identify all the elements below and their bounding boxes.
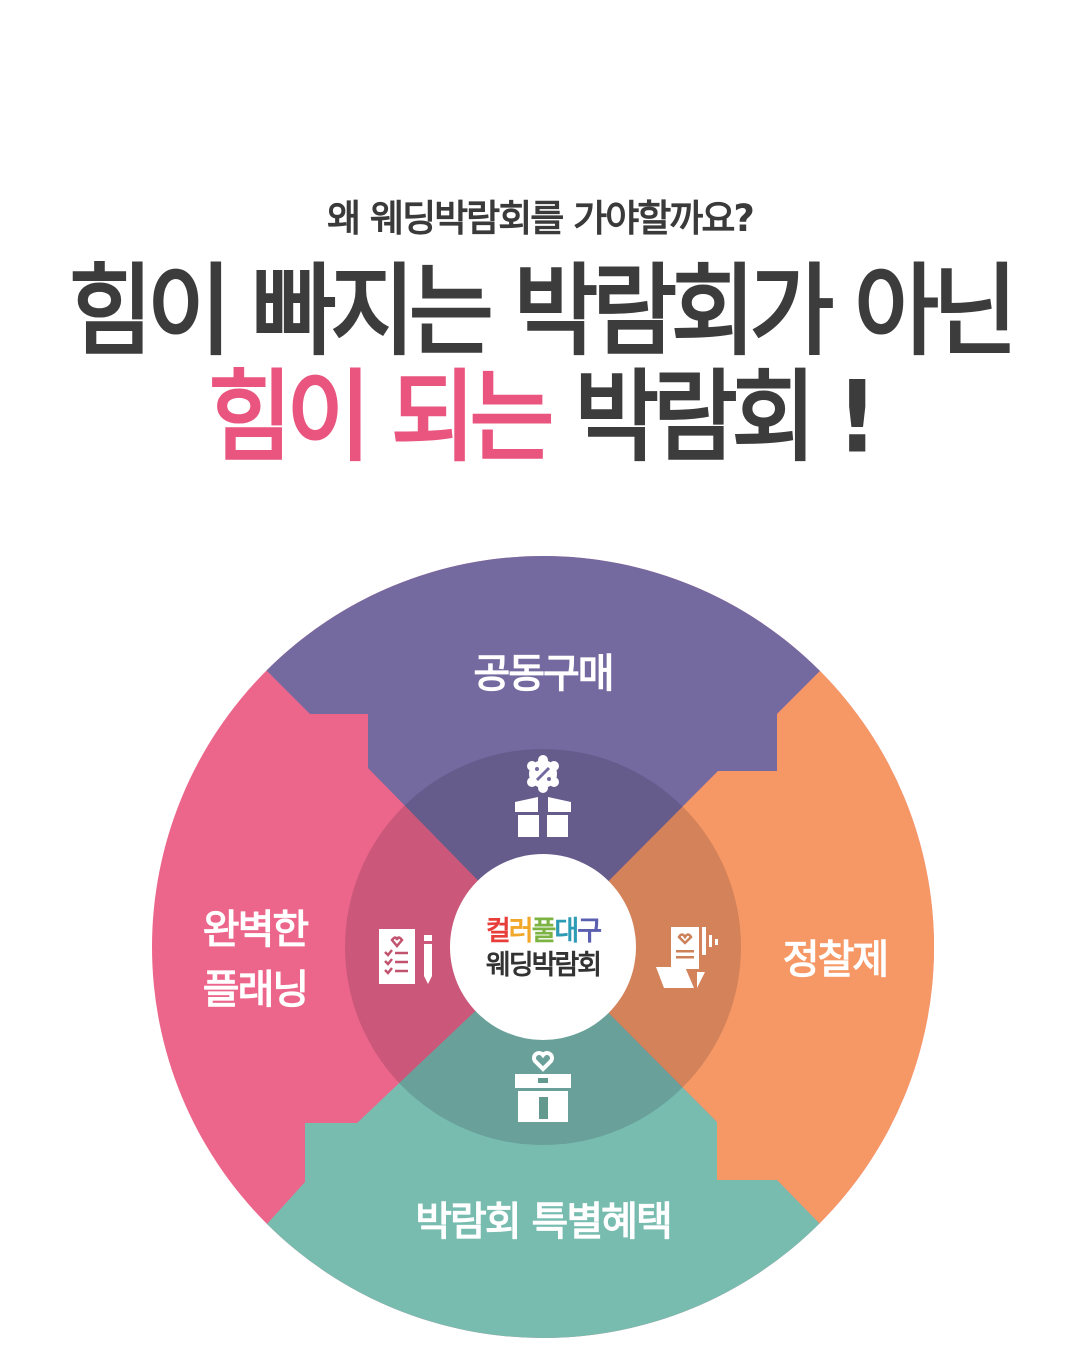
segment-label-top: 공동구매 [473,651,614,697]
segment-label-right: 정찰제 [782,937,889,983]
logo-char-1: 컬 [485,916,511,947]
gift-heart-icon [515,1051,571,1122]
logo-char-3: 풀 [531,916,557,947]
gift-box-discount-icon [515,755,571,837]
headline-line-2: 힘이 되는 박람회 ! [0,363,1080,472]
segment-label-bottom: 박람회 특별혜택 [415,1199,673,1245]
logo-colorful-text: 컬러풀대구 [450,915,636,949]
headline-line-1: 힘이 빠지는 박람회가 아닌 [68,253,1017,370]
logo-char-2: 러 [508,916,534,947]
headline-accent: 힘이 되는 [207,359,555,476]
price-document-icon [656,927,718,988]
segment-label-left-line2: 플래닝 [202,967,309,1013]
headline-rest: 박람회 ! [548,359,878,476]
subtitle: 왜 웨딩박람회를 가야할까요? [327,197,755,240]
segment-label-left-line1: 완벽한 [202,907,309,953]
logo-wedding-expo-text: 웨딩박람회 [485,950,602,981]
logo-char-5: 구 [577,916,602,947]
segment-bottom [152,947,934,1338]
center-circle [450,854,636,1040]
center-logo: 컬러풀대구 웨딩박람회 [450,915,636,983]
segment-label-left: 완벽한 플래닝 [170,900,340,1020]
checklist-pencil-icon [379,929,432,984]
logo-char-4: 대 [554,916,579,947]
